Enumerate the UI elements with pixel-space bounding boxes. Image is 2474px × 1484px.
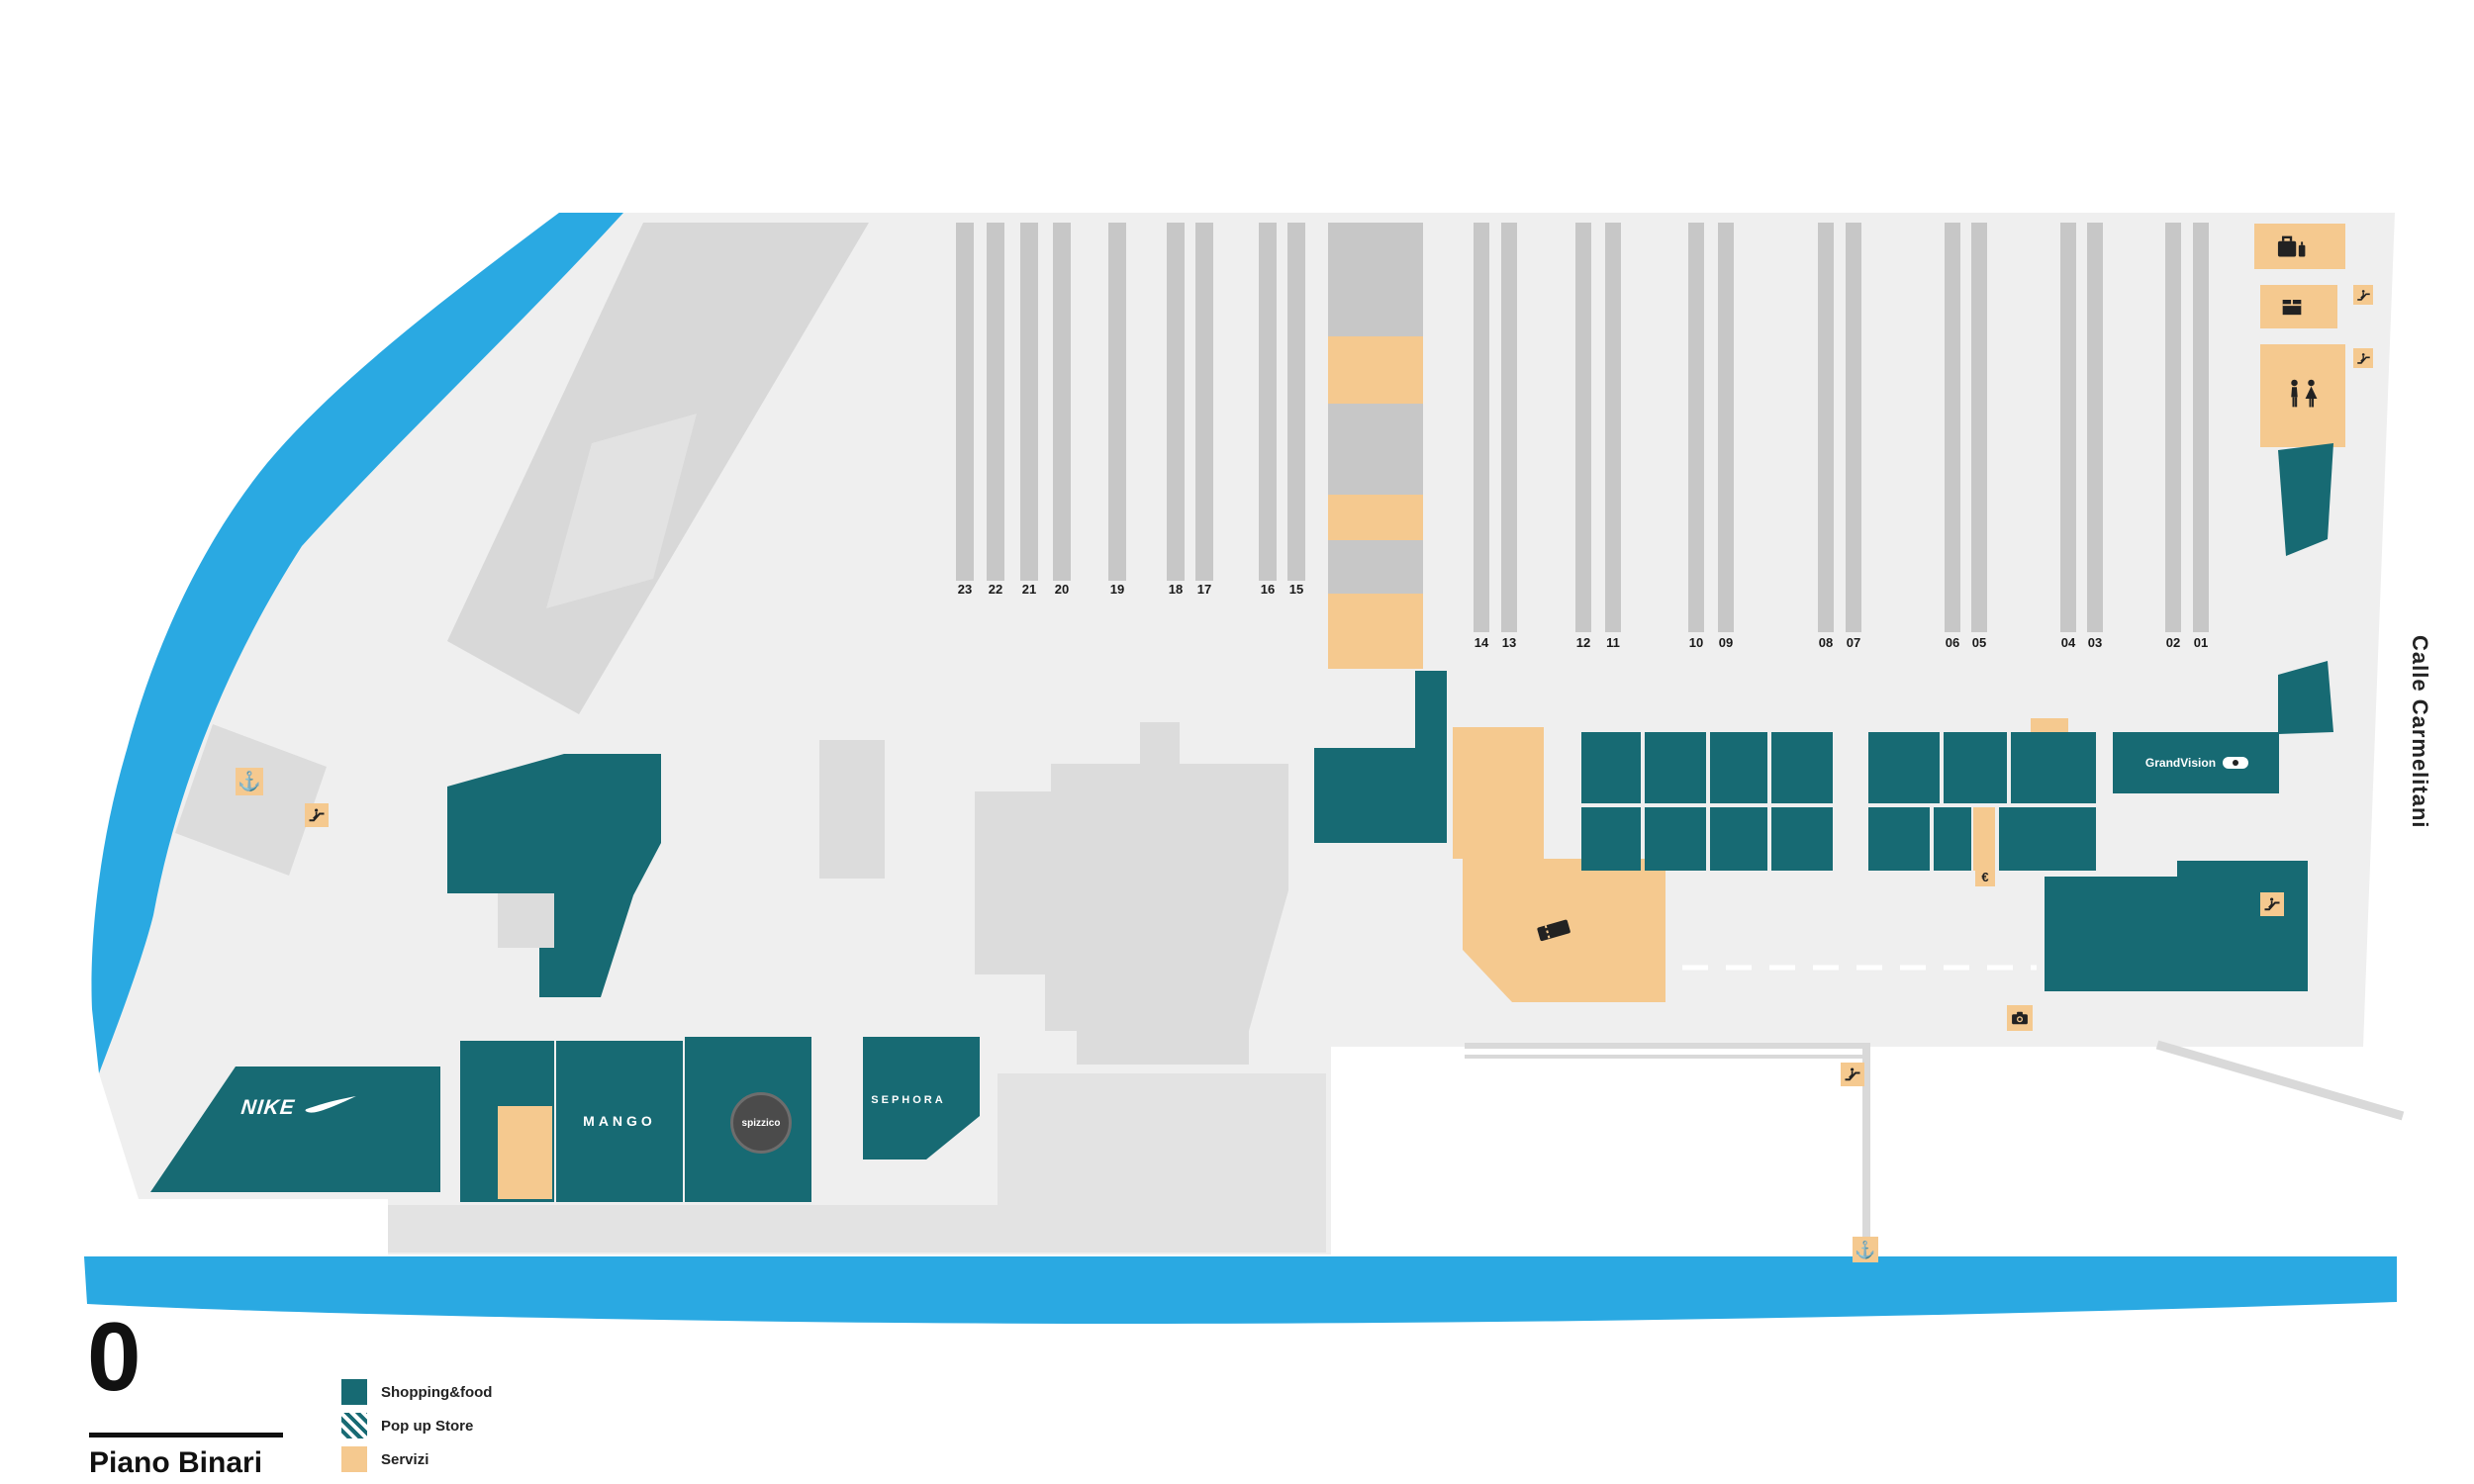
- shop-cluster-east: [1868, 732, 2096, 871]
- platform-number: 18: [1168, 582, 1184, 597]
- nike-logo: NIKE: [237, 1096, 368, 1120]
- platform-number: 20: [1054, 582, 1070, 597]
- luggage-icon: [2272, 228, 2310, 265]
- escalator-icon: [305, 803, 329, 827]
- spizzico-logo: spizzico: [730, 1092, 792, 1154]
- nike-logo-text: NIKE: [239, 1096, 297, 1119]
- walkway-east: [2155, 1040, 2405, 1121]
- tickets-icon: [1532, 908, 1575, 952]
- platform-number: 08: [1818, 635, 1834, 650]
- escalator-icon: [2353, 285, 2373, 305]
- grandvision-logo-text: GrandVision: [2144, 756, 2217, 770]
- dock-area: [175, 724, 327, 876]
- restrooms-icon: [2282, 374, 2324, 416]
- shop-center: [1314, 671, 1447, 843]
- platform-number: 19: [1109, 582, 1125, 597]
- utility-block: [498, 893, 554, 948]
- platform-number: 03: [2087, 635, 2103, 650]
- legend-popup-label: Pop up Store: [381, 1417, 474, 1435]
- kiosk-block: [819, 740, 885, 879]
- sephora-store: [863, 1037, 980, 1159]
- parcel-icon: [2276, 291, 2308, 323]
- platform-number: 04: [2060, 635, 2076, 650]
- grandvision-eye-icon: [2223, 757, 2249, 769]
- shop-east-upper: [2278, 443, 2333, 556]
- service-notch: [498, 1106, 552, 1199]
- spizzico-logo-text: spizzico: [741, 1117, 781, 1129]
- platform-number: 02: [2165, 635, 2181, 650]
- legend-servizi-swatch: [341, 1446, 367, 1472]
- services-hall-north: [1453, 727, 1544, 859]
- shop-southeast-large: [2045, 861, 2308, 991]
- platform-number: 16: [1260, 582, 1276, 597]
- central-hall-annex: [1077, 1031, 1249, 1065]
- nike-store: [150, 1067, 440, 1192]
- platform-number: 15: [1288, 582, 1304, 597]
- legend-shopping-label: Shopping&food: [381, 1383, 493, 1401]
- legend-popup-swatch: [341, 1413, 367, 1438]
- mango-store: [556, 1041, 683, 1202]
- platform-services-column: [1328, 223, 1423, 669]
- legend-item-servizi: Servizi: [341, 1446, 428, 1472]
- legend-item-shopping: Shopping&food: [341, 1379, 492, 1405]
- platform-number: 21: [1021, 582, 1037, 597]
- photo-point-icon: [2007, 1005, 2033, 1031]
- track-platforms-west: [956, 223, 1305, 581]
- service-strip: [1973, 807, 1995, 871]
- grandvision-logo: GrandVision: [2118, 734, 2276, 791]
- street-label: Calle Carmelitani: [2408, 635, 2432, 829]
- shop-east-mid: [2278, 661, 2333, 734]
- legend-item-popup: Pop up Store: [341, 1413, 473, 1438]
- platform-number: 06: [1945, 635, 1960, 650]
- platform-number: 07: [1846, 635, 1861, 650]
- shop-cluster-west: [1581, 732, 1833, 871]
- restrooms-area: [2260, 344, 2345, 447]
- canal-south: [84, 1256, 2397, 1324]
- floor-number: 0: [87, 1302, 142, 1411]
- vaporetto-anchor-icon: ⚓: [1853, 1237, 1878, 1262]
- legend-shopping-swatch: [341, 1379, 367, 1405]
- station-building-annex: [546, 414, 697, 608]
- escalator-icon: [2260, 892, 2284, 916]
- platform-number: 10: [1688, 635, 1704, 650]
- escalator-icon: [2353, 348, 2373, 368]
- ramp-line-2: [1465, 1055, 1870, 1059]
- platform-number: 22: [988, 582, 1003, 597]
- grandvision-store: [2113, 732, 2279, 793]
- ramp-line-1: [1465, 1043, 1870, 1049]
- platform-number: 05: [1971, 635, 1987, 650]
- platform-number: 11: [1606, 635, 1620, 650]
- walkway-south: [1862, 1047, 1870, 1251]
- floor-name: Piano Binari: [89, 1446, 263, 1479]
- canal-west: [91, 213, 623, 1073]
- track-platforms-east: [1474, 223, 2209, 632]
- platform-number: 01: [2193, 635, 2209, 650]
- platform-number: 12: [1575, 635, 1591, 650]
- south-walkway-strip: [388, 1205, 1326, 1252]
- platform-number: 13: [1501, 635, 1517, 650]
- vaporetto-anchor-icon: ⚓: [236, 768, 263, 795]
- central-hall-block: [975, 722, 1288, 1031]
- platform-number: 09: [1718, 635, 1734, 650]
- atm-euro-icon: €: [1975, 867, 1995, 886]
- platform-number: 14: [1474, 635, 1489, 650]
- platform-number: 17: [1196, 582, 1212, 597]
- sephora-label: SEPHORA: [871, 1094, 946, 1106]
- nike-swoosh-icon: [305, 1096, 357, 1113]
- escalator-icon: [1841, 1063, 1864, 1086]
- platform-number: 23: [957, 582, 973, 597]
- mango-label: MANGO: [583, 1113, 656, 1129]
- legend-servizi-label: Servizi: [381, 1450, 429, 1468]
- floor-underline: [89, 1433, 283, 1438]
